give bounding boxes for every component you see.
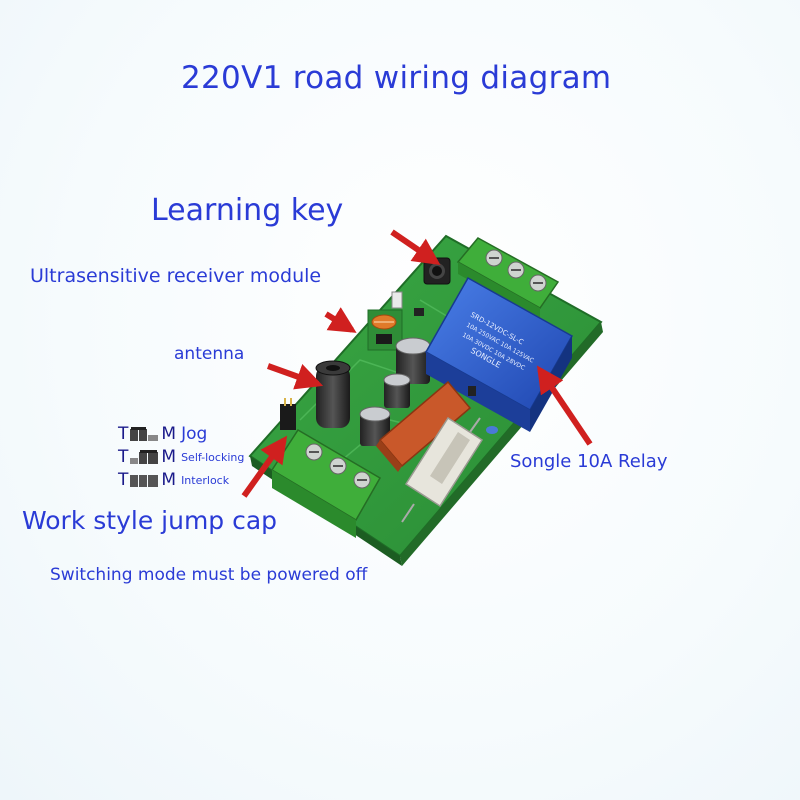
antenna-label: antenna xyxy=(174,344,245,364)
mode-self-locking-label: Self-locking xyxy=(181,450,245,464)
jumper-position-jog-icon xyxy=(130,427,159,441)
film-capacitor xyxy=(376,380,472,472)
mode-prefix: T xyxy=(118,447,130,467)
power-resistor xyxy=(401,416,484,523)
small-component xyxy=(391,291,403,309)
jump-cap-arrow xyxy=(241,435,288,498)
antenna-coil xyxy=(315,360,351,428)
mode-suffix: M xyxy=(161,447,178,467)
learning-key-button xyxy=(423,257,451,285)
jumper-position-interlock-icon xyxy=(130,475,159,487)
jumper-position-self-locking-icon xyxy=(130,450,159,464)
receiver-module-arrow xyxy=(324,307,357,333)
mode-suffix: M xyxy=(161,470,178,490)
relay-label: Songle 10A Relay xyxy=(510,451,668,472)
receiver-module-label: Ultrasensitive receiver module xyxy=(30,265,322,287)
diagram-title: 220V1 road wiring diagram xyxy=(181,60,612,96)
antenna-arrow xyxy=(266,363,324,390)
mode-prefix: T xyxy=(118,424,130,444)
mode-jog-label: Jog xyxy=(181,424,208,444)
mode-prefix: T xyxy=(118,470,130,490)
jumper-header xyxy=(280,398,296,430)
small-component xyxy=(414,308,424,316)
top-terminal-block xyxy=(456,237,560,320)
learning-key-arrow xyxy=(390,229,441,266)
mode-jog: T M Jog xyxy=(118,424,207,444)
relay-arrow xyxy=(536,365,593,446)
mode-self-locking: T M Self-locking xyxy=(118,447,244,467)
mode-suffix: M xyxy=(161,424,178,444)
small-component xyxy=(486,426,498,434)
learning-key-label: Learning key xyxy=(151,193,344,228)
power-note-label: Switching mode must be powered off xyxy=(50,565,368,585)
relay: SRD-12VDC-SL-C 10A 250VAC 10A 125VAC 10A… xyxy=(424,276,574,432)
capacitor xyxy=(383,373,411,408)
mode-interlock-label: Interlock xyxy=(181,473,230,487)
capacitor xyxy=(395,337,431,384)
mode-interlock: T M Interlock xyxy=(118,470,229,490)
bottom-terminal-block xyxy=(270,428,382,538)
jump-cap-label: Work style jump cap xyxy=(22,506,278,535)
arrows xyxy=(241,229,593,498)
small-component xyxy=(468,386,476,396)
